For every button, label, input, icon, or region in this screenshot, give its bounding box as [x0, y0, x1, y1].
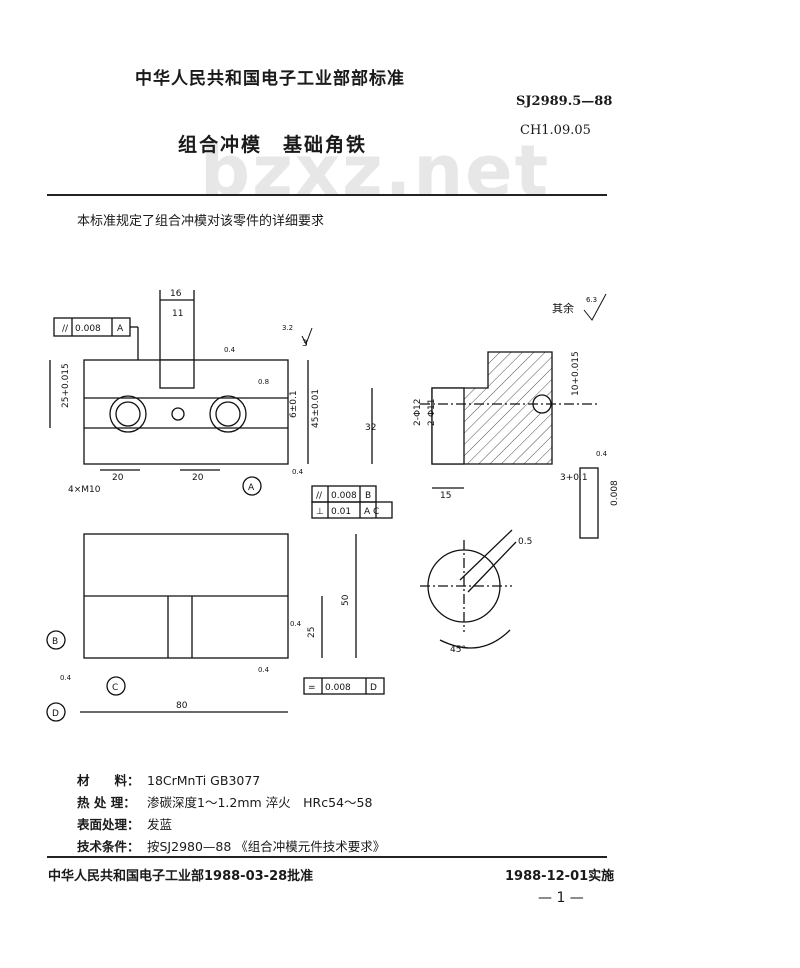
dim-25-front: 25 — [307, 627, 317, 638]
frame1-value: 0.008 — [75, 324, 101, 334]
dim-25: 25+0.015 — [61, 363, 71, 408]
frame2-datum: B — [365, 491, 371, 501]
datum-c: C — [112, 683, 118, 693]
frame2-value: 0.008 — [331, 491, 357, 501]
roughness-7: 0.4 — [60, 674, 72, 682]
frame5-value: 0.008 — [610, 480, 620, 506]
frame3-value: 0.01 — [331, 507, 351, 517]
dim-50: 50 — [341, 594, 351, 606]
footer-rule — [47, 856, 607, 858]
spec-label: 热 处 理： — [77, 795, 136, 810]
roughness-4: 0.4 — [596, 450, 608, 458]
standard-code: SJ2989.5—88 — [516, 94, 613, 109]
dim-2-phi11: 2-Φ11 — [427, 398, 437, 426]
frame2-symbol: // — [316, 491, 323, 501]
frame1-symbol: // — [62, 324, 69, 334]
datum-b: B — [52, 637, 58, 647]
spec-material: 材 料： 18CrMnTi GB3077 — [77, 770, 260, 789]
spec-value: 按SJ2980—88 《组合冲模元件技术要求》 — [147, 839, 386, 854]
datum-d: D — [52, 709, 59, 719]
spec-label: 技术条件： — [77, 839, 140, 854]
classification-code: CH1.09.05 — [520, 123, 591, 138]
dim-05: 0.5 — [518, 537, 532, 547]
roughness-note: 其余 — [552, 301, 574, 315]
spec-surface: 表面处理： 发蓝 — [77, 814, 172, 833]
dim-m10: 4×M10 — [68, 485, 101, 495]
datum-a: A — [248, 483, 255, 493]
spec-label: 材 料： — [77, 773, 140, 788]
spec-technical: 技术条件： 按SJ2980—88 《组合冲模元件技术要求》 — [77, 836, 385, 855]
dim-20a: 20 — [112, 473, 124, 483]
roughness-9: 3.2 — [282, 324, 293, 332]
dim-32: 32 — [365, 423, 376, 433]
dim-3-01: 3+0.1 — [560, 473, 588, 483]
dim-45: 45±0.01 — [311, 389, 321, 428]
roughness-8: 6.3 — [586, 296, 597, 304]
frame3-datum: A C — [364, 507, 379, 517]
dim-45deg: 45° — [450, 645, 466, 655]
technical-drawing: 16 11 25+0.015 20 20 3 6±0.1 45±0.01 4×M… — [46, 289, 620, 722]
frame4-datum: D — [370, 683, 377, 693]
dim-10: 10+0.015 — [571, 351, 581, 396]
dim-6: 6±0.1 — [289, 390, 299, 418]
frame4-symbol: = — [308, 683, 316, 693]
dim-20b: 20 — [192, 473, 204, 483]
dim-80: 80 — [176, 701, 188, 711]
dim-15: 15 — [440, 491, 451, 501]
approval-text: 中华人民共和国电子工业部1988-03-28批准 — [48, 869, 314, 884]
frame4-value: 0.008 — [325, 683, 351, 693]
spec-label: 表面处理： — [77, 817, 140, 832]
dim-16: 16 — [170, 289, 182, 299]
watermark: bzxz.net — [200, 130, 551, 212]
spec-heat-treatment: 热 处 理： 渗碳深度1～1.2mm 淬火 HRc54～58 — [77, 792, 372, 811]
spec-value: 18CrMnTi GB3077 — [147, 773, 261, 788]
page-number: — 1 — — [538, 890, 584, 906]
roughness-6: 0.4 — [258, 666, 270, 674]
dim-3: 3 — [302, 339, 308, 349]
spec-value: 发蓝 — [147, 817, 173, 832]
effective-date: 1988-12-01实施 — [505, 869, 615, 884]
dim-2-phi12: 2-Φ12 — [413, 398, 423, 426]
header-rule — [47, 194, 607, 196]
dim-11: 11 — [172, 309, 183, 319]
frame1-datum: A — [117, 324, 124, 334]
roughness-3: 0.4 — [292, 468, 304, 476]
spec-value: 渗碳深度1～1.2mm 淬火 HRc54～58 — [147, 795, 373, 810]
intro-text: 本标准规定了组合冲模对该零件的详细要求 — [77, 214, 325, 229]
frame3-symbol: ⊥ — [316, 507, 324, 517]
roughness-2: 0.8 — [258, 378, 269, 386]
roughness-5: 0.4 — [290, 620, 302, 628]
document-title: 组合冲模 基础角铁 — [178, 134, 368, 156]
roughness-1: 0.4 — [224, 346, 236, 354]
organization-title: 中华人民共和国电子工业部部标准 — [135, 69, 405, 89]
